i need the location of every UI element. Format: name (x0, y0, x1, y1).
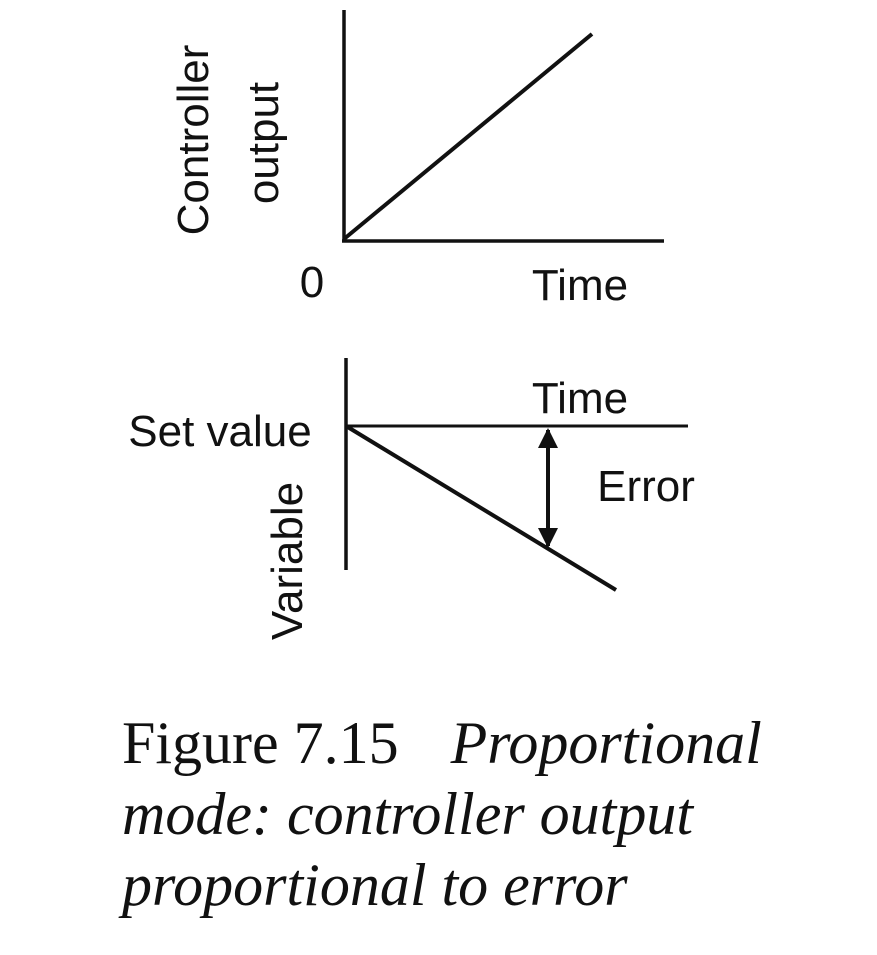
bottom-time-label: Time (532, 374, 628, 423)
variable-error-graph: Set value Time Error Variable (128, 358, 695, 640)
proportional-mode-figure: Controller output 0 Time Set value Time … (128, 10, 695, 640)
figure-caption-text: Proportional mode: controller output pro… (122, 710, 762, 918)
top-y-label-line2: output (239, 82, 288, 204)
controller-output-graph: Controller output 0 Time (169, 10, 664, 310)
error-label: Error (597, 462, 695, 511)
top-y-label-line1: Controller (169, 45, 218, 236)
set-value-label: Set value (128, 407, 311, 456)
variable-decline-line (344, 424, 618, 592)
top-x-label: Time (532, 261, 628, 310)
top-origin-label: 0 (300, 258, 324, 307)
controller-output-ramp (342, 32, 594, 241)
figure-number: Figure 7.15 (122, 710, 399, 776)
bottom-y-label: Variable (263, 482, 312, 640)
